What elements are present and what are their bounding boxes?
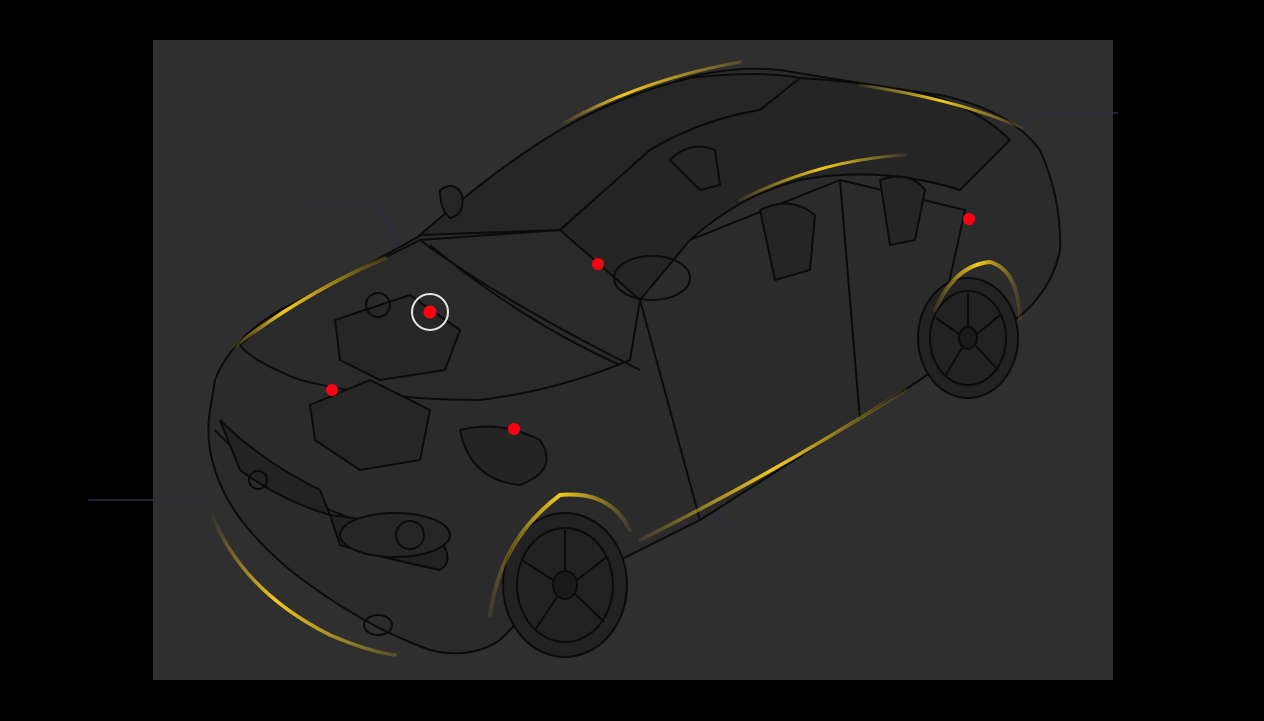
- front-wheel: [502, 512, 628, 658]
- red-dot-icon: [326, 384, 338, 396]
- accent-trims: [208, 60, 1024, 657]
- rear-wheel: [917, 277, 1019, 399]
- red-dot-icon: [423, 305, 437, 319]
- hotspot-rear-quarter[interactable]: [963, 213, 975, 225]
- hotspot-cabin-dashboard[interactable]: [592, 258, 604, 270]
- hotspot-engine-bay-lower[interactable]: [508, 423, 520, 435]
- red-dot-icon: [592, 258, 604, 270]
- red-dot-icon: [963, 213, 975, 225]
- car-body: [207, 67, 1062, 655]
- hotspot-engine-cover[interactable]: [411, 293, 449, 331]
- red-dot-icon: [508, 423, 520, 435]
- target-ring-icon: [411, 293, 449, 331]
- hotspot-engine-block[interactable]: [326, 384, 338, 396]
